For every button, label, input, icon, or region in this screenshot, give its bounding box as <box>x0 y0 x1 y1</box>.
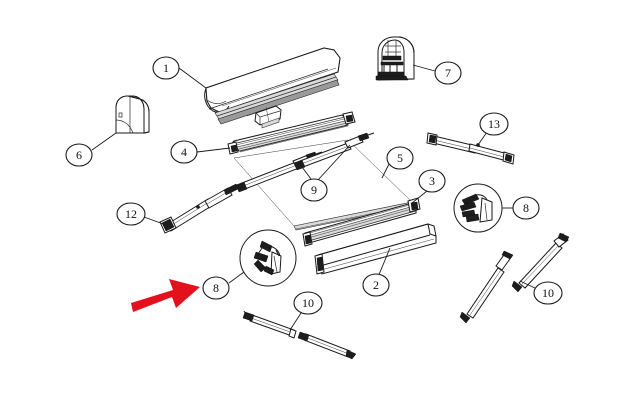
callout-label: 9 <box>311 183 317 197</box>
part-roller-tube <box>227 111 356 155</box>
callout-8-left[interactable]: 8 <box>202 276 230 300</box>
part-gas-spring-struts <box>231 132 375 193</box>
callout-4[interactable]: 4 <box>170 140 198 164</box>
callout-label: 6 <box>76 148 82 162</box>
callout-1[interactable]: 1 <box>152 56 180 80</box>
part-front-rail-lower <box>314 223 437 275</box>
callout-label: 1 <box>163 61 169 75</box>
part-extension-arm-right <box>426 132 515 165</box>
callout-label: 13 <box>488 117 500 131</box>
part-end-cap-left <box>115 95 150 134</box>
callout-7[interactable]: 7 <box>434 61 462 85</box>
callout-label: 12 <box>125 207 137 221</box>
part-fabric-canopy <box>233 139 415 231</box>
callout-label: 10 <box>302 296 314 310</box>
callout-label: 4 <box>181 145 187 159</box>
red-arrow-pointer <box>131 279 200 312</box>
callout-8-right[interactable]: 8 <box>512 196 540 220</box>
callout-9[interactable]: 9 <box>300 178 328 202</box>
callout-10-center[interactable]: 10 <box>293 291 323 315</box>
callout-3[interactable]: 3 <box>418 169 446 193</box>
callout-label: 8 <box>523 201 529 215</box>
callout-6[interactable]: 6 <box>65 143 93 167</box>
part-mounting-bracket <box>375 36 415 81</box>
callout-label: 10 <box>542 286 554 300</box>
callout-2[interactable]: 2 <box>362 273 390 297</box>
callout-13[interactable]: 13 <box>479 112 509 136</box>
part-awning-roller-case <box>204 47 341 129</box>
part-extension-arm-left <box>159 183 239 234</box>
callout-12[interactable]: 12 <box>116 202 146 226</box>
callout-label: 8 <box>213 281 219 295</box>
callout-label: 5 <box>397 151 403 165</box>
part-hardware-detail-right <box>453 183 503 233</box>
callout-label: 2 <box>373 278 379 292</box>
callout-5[interactable]: 5 <box>386 146 414 170</box>
part-support-arm-right <box>459 232 570 324</box>
callout-label: 3 <box>429 174 435 188</box>
leader-lines <box>91 64 536 331</box>
callout-10-right[interactable]: 10 <box>533 281 563 305</box>
callout-label: 7 <box>445 66 451 80</box>
part-hardware-detail-left <box>239 229 297 287</box>
part-support-arm-center <box>242 310 357 360</box>
callout-balloons: 1 2 3 4 5 6 7 8 <box>65 56 563 315</box>
